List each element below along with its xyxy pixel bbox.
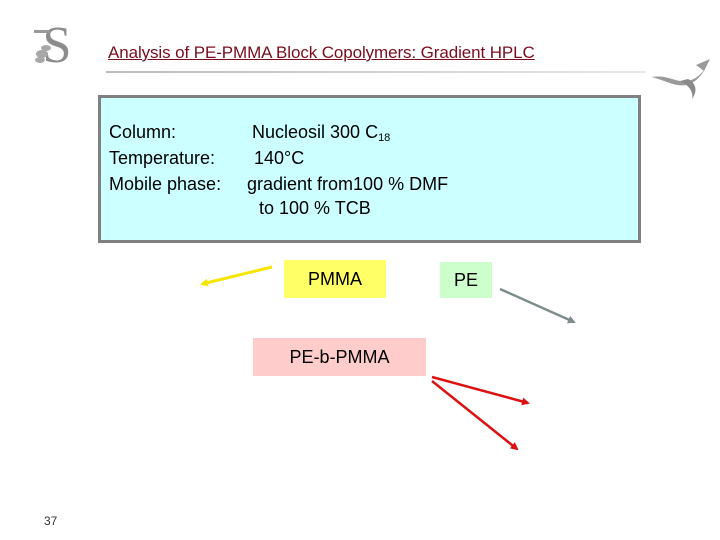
pmma-label: PMMA [284, 260, 386, 298]
column-subscript: 18 [378, 132, 391, 144]
pe-label: PE [440, 262, 492, 298]
slide-title: Analysis of PE-PMMA Block Copolymers: Gr… [108, 43, 535, 62]
column-value: Nucleosil 300 C18 [252, 122, 391, 144]
mobile-phase-value-line2: to 100 % TCB [259, 198, 371, 218]
mobile-phase-value: gradient from100 % DMF [247, 174, 449, 194]
swoosh-arrow-icon [652, 59, 710, 99]
pe-arrow [499, 287, 576, 324]
pe-b-pmma-label: PE-b-PMMA [253, 338, 426, 376]
page-number: 37 [44, 514, 58, 528]
temperature-value: 140°C [254, 148, 305, 168]
pe-b-pmma-arrow-lower [431, 380, 519, 451]
title-divider [106, 71, 646, 73]
pmma-arrow [200, 265, 273, 287]
column-label: Column: [109, 122, 177, 142]
conditions-box: Column: Nucleosil 300 C18 Temperature: 1… [98, 95, 641, 243]
university-s-logo-icon: S [34, 18, 80, 74]
temperature-label: Temperature: [109, 148, 216, 168]
mobile-phase-label: Mobile phase: [109, 174, 222, 194]
pe-b-pmma-arrow-upper [431, 375, 530, 406]
